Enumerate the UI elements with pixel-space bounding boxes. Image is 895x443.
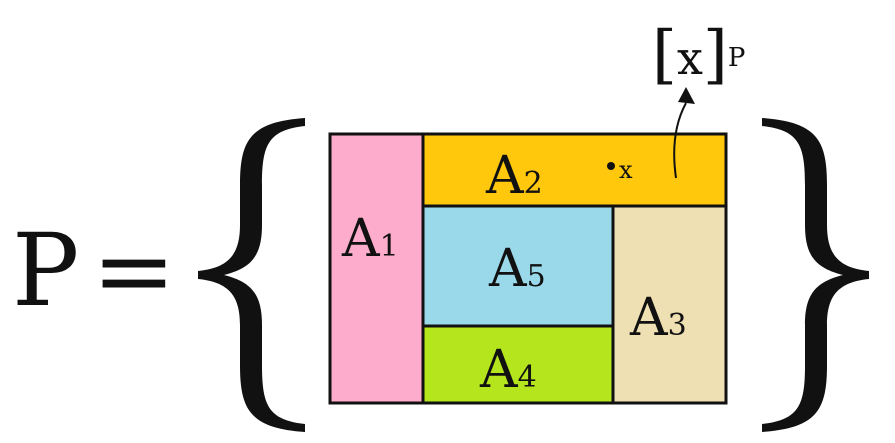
region-a2-letter: A bbox=[485, 146, 525, 206]
point-x-dot bbox=[607, 162, 615, 170]
region-a4-label: A4 bbox=[479, 340, 537, 400]
region-a1-letter: A bbox=[341, 209, 381, 269]
region-a2 bbox=[421, 132, 728, 208]
close-bracket: ] bbox=[703, 18, 728, 92]
region-a4-index: 4 bbox=[518, 360, 537, 395]
region-a5-label: A5 bbox=[488, 239, 546, 299]
point-x-label: x bbox=[619, 156, 633, 184]
right-curly-brace bbox=[762, 118, 869, 432]
region-a4-letter: A bbox=[479, 340, 519, 400]
region-a4 bbox=[421, 324, 615, 405]
region-a5-index: 5 bbox=[527, 259, 546, 294]
region-a3-label: A3 bbox=[629, 288, 687, 348]
class-subscript: P bbox=[728, 43, 746, 73]
equivalence-arrow bbox=[673, 102, 687, 179]
region-a1 bbox=[328, 132, 425, 405]
region-a3 bbox=[611, 204, 728, 405]
region-a1-label: A1 bbox=[341, 209, 399, 269]
region-a2-index: 2 bbox=[524, 166, 543, 201]
region-a3-index: 3 bbox=[668, 308, 687, 343]
region-a5 bbox=[421, 204, 615, 328]
equivalence-class-label: [x]P bbox=[652, 18, 745, 92]
open-bracket: [ bbox=[652, 18, 677, 92]
region-a2-label: A2 bbox=[485, 146, 543, 206]
region-a3-letter: A bbox=[629, 288, 669, 348]
equals-sign: = bbox=[92, 212, 176, 329]
region-a5-letter: A bbox=[488, 239, 528, 299]
left-curly-brace bbox=[198, 118, 305, 432]
class-element: x bbox=[677, 31, 703, 85]
region-a1-index: 1 bbox=[380, 229, 399, 264]
arrow-head-icon bbox=[678, 87, 695, 104]
partition-symbol: P bbox=[12, 212, 79, 329]
